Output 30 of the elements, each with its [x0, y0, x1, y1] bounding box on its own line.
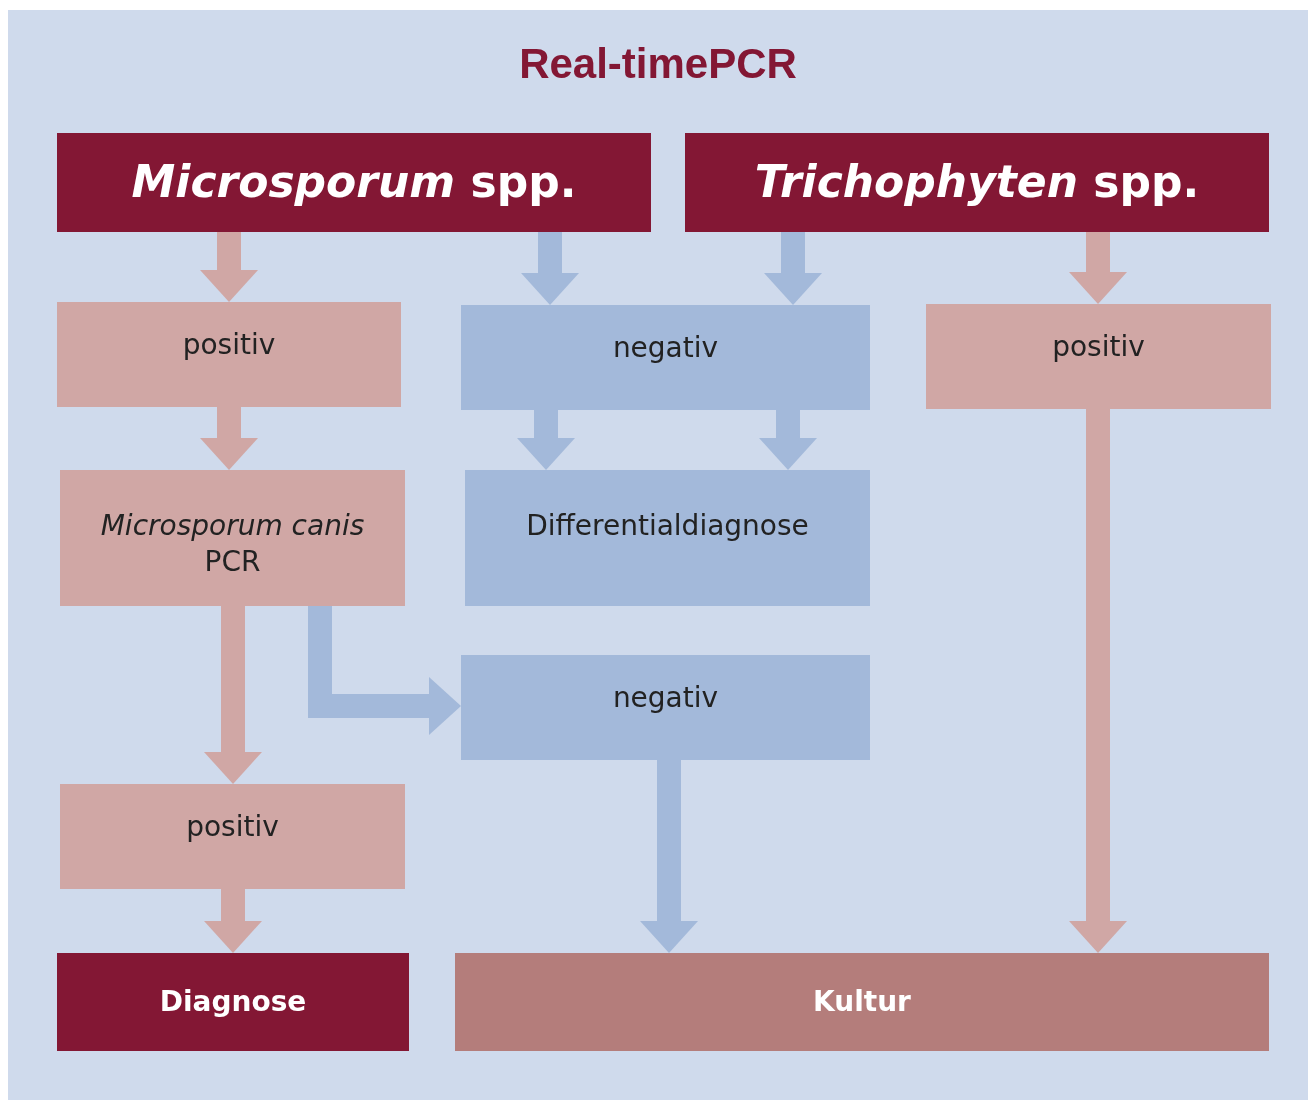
arrow [521, 232, 579, 305]
outcome-box [455, 953, 1269, 1051]
box-label: negativ [612, 681, 719, 715]
box-label: Microsporum spp. [131, 156, 577, 209]
arrow [200, 232, 258, 302]
box-label: positiv [186, 810, 279, 844]
box-label: positiv [182, 328, 276, 362]
arrow [308, 606, 461, 735]
box-label: Microsporum canis PCR [99, 508, 366, 581]
box-label: Kultur [813, 985, 911, 1019]
arrow [759, 410, 817, 470]
arrow [764, 232, 822, 305]
result-box [60, 470, 405, 606]
box-label: Diagnose [159, 985, 307, 1019]
category-box [685, 133, 1269, 232]
arrow [204, 606, 262, 784]
arrow [1069, 232, 1127, 304]
box-label: Trichophyten spp. [754, 156, 1200, 209]
diagram-title: Real-timePCR [518, 40, 798, 88]
box-label: Differentialdiagnose [526, 508, 809, 544]
category-box [57, 133, 651, 232]
arrow [640, 760, 698, 953]
arrow [204, 889, 262, 953]
box-label: negativ [612, 331, 719, 365]
arrow [1069, 409, 1127, 953]
result-box [465, 470, 870, 606]
outcome-box [57, 953, 409, 1051]
box-label: positiv [1052, 330, 1145, 364]
arrow [200, 407, 258, 470]
arrow [517, 410, 575, 470]
